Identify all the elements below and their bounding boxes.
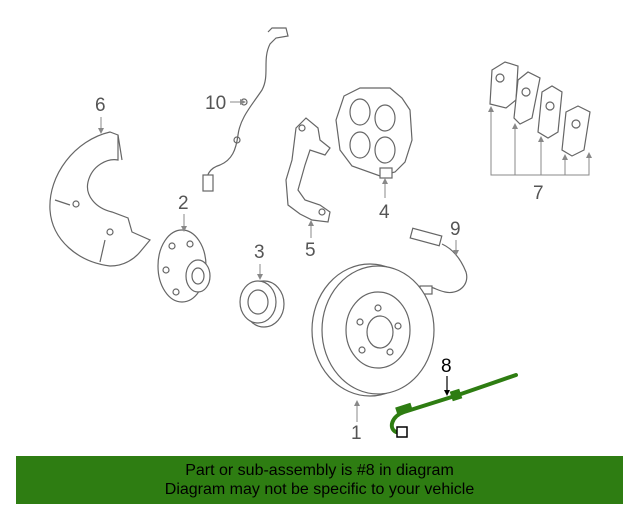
callout-4: 4 [379, 202, 390, 223]
callout-7: 7 [533, 183, 544, 204]
part-1-rotor[interactable] [311, 263, 435, 397]
callout-9: 9 [450, 219, 461, 240]
callout-1: 1 [351, 423, 362, 444]
callout-8: 8 [441, 356, 452, 377]
callout-5: 5 [305, 240, 316, 261]
part-2-hub[interactable] [157, 229, 211, 303]
callout-10: 10 [205, 93, 227, 114]
part-5-caliper-bracket[interactable] [285, 117, 331, 223]
part-4-caliper[interactable] [335, 87, 413, 179]
part-3-bearing[interactable] [239, 280, 285, 328]
callout-6: 6 [95, 95, 106, 116]
part-10-abs-sensor[interactable] [202, 27, 289, 192]
banner-line-1: Part or sub-assembly is #8 in diagram [185, 462, 454, 479]
parts-diagram [49, 27, 592, 438]
callout-2: 2 [178, 193, 189, 214]
part-7-brake-pads[interactable] [489, 61, 591, 157]
part-8-brake-hose[interactable] [389, 373, 518, 438]
part-6-splash-shield[interactable] [49, 131, 151, 267]
info-banner: Part or sub-assembly is #8 in diagram Di… [16, 456, 623, 504]
part-9-wear-sensor[interactable] [409, 227, 468, 295]
banner-line-2: Diagram may not be specific to your vehi… [164, 481, 475, 498]
callout-3: 3 [254, 242, 265, 263]
